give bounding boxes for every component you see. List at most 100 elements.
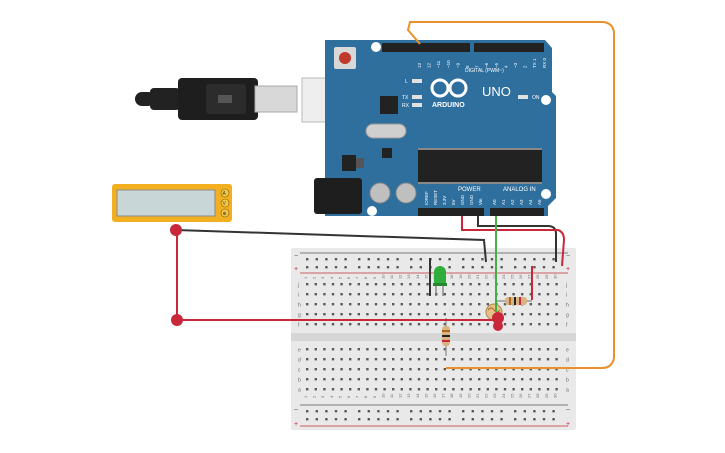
terminal-hole[interactable] bbox=[331, 358, 335, 361]
terminal-hole[interactable] bbox=[400, 293, 403, 296]
terminal-hole[interactable] bbox=[486, 348, 489, 351]
rail-hole[interactable] bbox=[462, 410, 465, 413]
reset-button[interactable] bbox=[334, 47, 356, 69]
terminal-hole[interactable] bbox=[546, 323, 550, 326]
terminal-hole[interactable] bbox=[512, 283, 515, 286]
rail-hole[interactable] bbox=[514, 418, 517, 421]
terminal-hole[interactable] bbox=[469, 323, 472, 326]
rail-hole[interactable] bbox=[334, 418, 338, 421]
terminal-hole[interactable] bbox=[392, 388, 395, 391]
terminal-hole[interactable] bbox=[555, 378, 558, 381]
terminal-hole[interactable] bbox=[460, 348, 464, 351]
rail-hole[interactable] bbox=[344, 418, 347, 421]
terminal-hole[interactable] bbox=[521, 293, 524, 296]
terminal-hole[interactable] bbox=[538, 293, 541, 296]
terminal-hole[interactable] bbox=[306, 293, 309, 296]
rail-hole[interactable] bbox=[396, 410, 399, 413]
rail-hole[interactable] bbox=[315, 410, 318, 413]
terminal-hole[interactable] bbox=[357, 323, 360, 326]
terminal-hole[interactable] bbox=[374, 293, 378, 296]
rail-hole[interactable] bbox=[344, 266, 347, 269]
rail-hole[interactable] bbox=[552, 410, 555, 413]
terminal-hole[interactable] bbox=[374, 348, 378, 351]
terminal-hole[interactable] bbox=[357, 283, 360, 286]
terminal-hole[interactable] bbox=[529, 388, 532, 391]
terminal-hole[interactable] bbox=[314, 283, 317, 286]
arduino-uno-board[interactable]: ARDUINO UNO DIGITAL (PWM~) ON L TX RX PO… bbox=[314, 40, 556, 216]
rail-hole[interactable] bbox=[419, 410, 422, 413]
terminal-hole[interactable] bbox=[417, 303, 421, 306]
terminal-hole[interactable] bbox=[340, 378, 343, 381]
rail-hole[interactable] bbox=[448, 418, 451, 421]
terminal-hole[interactable] bbox=[452, 303, 455, 306]
rail-hole[interactable] bbox=[523, 266, 526, 269]
rail-hole[interactable] bbox=[334, 258, 338, 261]
terminal-hole[interactable] bbox=[331, 388, 335, 391]
rail-hole[interactable] bbox=[396, 258, 399, 261]
terminal-hole[interactable] bbox=[512, 293, 515, 296]
terminal-hole[interactable] bbox=[392, 368, 395, 371]
rail-hole[interactable] bbox=[410, 266, 413, 269]
breadboard[interactable]: − + − + − + − + 112233445566778899101011… bbox=[291, 248, 576, 430]
terminal-hole[interactable] bbox=[400, 388, 403, 391]
terminal-hole[interactable] bbox=[417, 323, 421, 326]
terminal-hole[interactable] bbox=[521, 388, 524, 391]
rail-hole[interactable] bbox=[542, 258, 546, 261]
wire-orange[interactable] bbox=[406, 21, 615, 369]
wire-black-meter[interactable] bbox=[175, 229, 487, 263]
terminal-hole[interactable] bbox=[357, 313, 360, 316]
terminal-hole[interactable] bbox=[512, 368, 515, 371]
terminal-hole[interactable] bbox=[417, 388, 421, 391]
terminal-hole[interactable] bbox=[435, 388, 438, 391]
rail-hole[interactable] bbox=[325, 418, 328, 421]
terminal-hole[interactable] bbox=[529, 348, 532, 351]
terminal-hole[interactable] bbox=[340, 313, 343, 316]
terminal-hole[interactable] bbox=[314, 313, 317, 316]
terminal-hole[interactable] bbox=[340, 303, 343, 306]
terminal-hole[interactable] bbox=[529, 303, 532, 306]
terminal-hole[interactable] bbox=[306, 323, 309, 326]
rail-hole[interactable] bbox=[462, 266, 465, 269]
terminal-hole[interactable] bbox=[452, 323, 455, 326]
terminal-hole[interactable] bbox=[469, 348, 472, 351]
terminal-hole[interactable] bbox=[435, 348, 438, 351]
green-led[interactable] bbox=[433, 266, 447, 296]
terminal-hole[interactable] bbox=[512, 388, 515, 391]
rail-hole[interactable] bbox=[419, 258, 422, 261]
terminal-hole[interactable] bbox=[366, 368, 369, 371]
terminal-hole[interactable] bbox=[349, 283, 352, 286]
terminal-hole[interactable] bbox=[417, 283, 421, 286]
terminal-hole[interactable] bbox=[409, 368, 412, 371]
terminal-hole[interactable] bbox=[340, 293, 343, 296]
terminal-hole[interactable] bbox=[392, 303, 395, 306]
terminal-hole[interactable] bbox=[546, 378, 550, 381]
terminal-hole[interactable] bbox=[546, 303, 550, 306]
rail-hole[interactable] bbox=[438, 410, 442, 413]
rail-hole[interactable] bbox=[448, 258, 451, 261]
rail-hole[interactable] bbox=[377, 266, 380, 269]
terminal-hole[interactable] bbox=[357, 378, 360, 381]
terminal-hole[interactable] bbox=[469, 303, 472, 306]
terminal-hole[interactable] bbox=[503, 293, 507, 296]
terminal-hole[interactable] bbox=[349, 368, 352, 371]
terminal-hole[interactable] bbox=[452, 283, 455, 286]
terminal-hole[interactable] bbox=[331, 293, 335, 296]
terminal-hole[interactable] bbox=[314, 323, 317, 326]
terminal-hole[interactable] bbox=[469, 283, 472, 286]
terminal-hole[interactable] bbox=[340, 348, 343, 351]
terminal-hole[interactable] bbox=[392, 323, 395, 326]
terminal-hole[interactable] bbox=[409, 378, 412, 381]
rail-hole[interactable] bbox=[367, 258, 370, 261]
rail-hole[interactable] bbox=[438, 258, 442, 261]
rail-hole[interactable] bbox=[471, 258, 474, 261]
rail-hole[interactable] bbox=[552, 266, 555, 269]
terminal-hole[interactable] bbox=[340, 358, 343, 361]
terminal-hole[interactable] bbox=[555, 283, 558, 286]
terminal-hole[interactable] bbox=[529, 323, 532, 326]
terminal-hole[interactable] bbox=[392, 358, 395, 361]
terminal-hole[interactable] bbox=[495, 348, 498, 351]
terminal-hole[interactable] bbox=[460, 313, 464, 316]
terminal-hole[interactable] bbox=[331, 348, 335, 351]
rail-hole[interactable] bbox=[377, 258, 380, 261]
rail-hole[interactable] bbox=[490, 266, 494, 269]
